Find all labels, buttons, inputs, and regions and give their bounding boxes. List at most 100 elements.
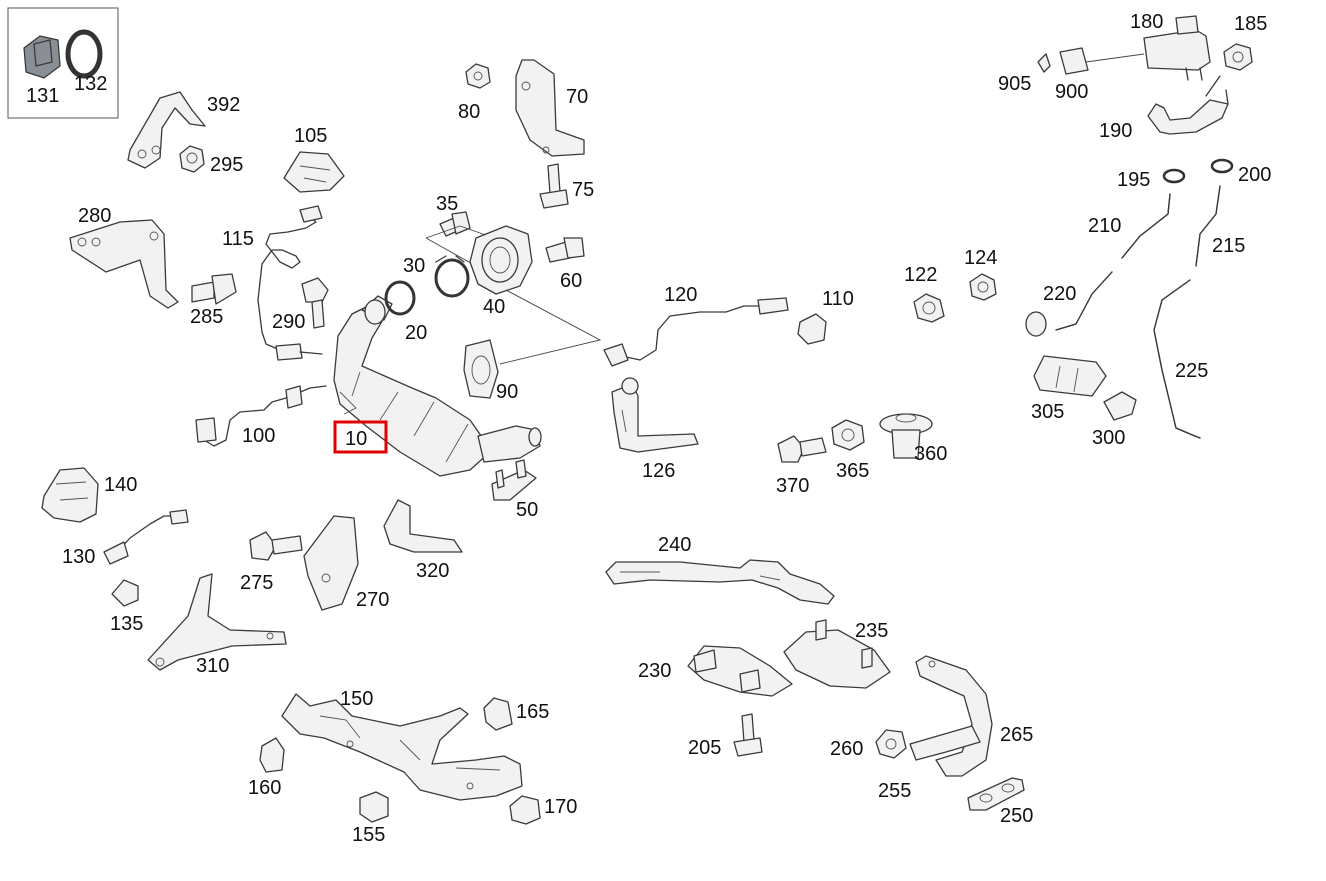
- part-160[interactable]: 160: [248, 737, 285, 799]
- part-235[interactable]: 235: [783, 619, 891, 689]
- part-290[interactable]: 290: [272, 277, 329, 333]
- svg-text:200: 200: [1238, 164, 1271, 186]
- part-255[interactable]: 255: [878, 725, 981, 802]
- part-215[interactable]: 215: [1195, 185, 1245, 267]
- part-295[interactable]: 295: [179, 145, 243, 176]
- svg-text:126: 126: [642, 460, 675, 482]
- part-20[interactable]: 20: [384, 280, 427, 344]
- svg-text:300: 300: [1092, 427, 1125, 449]
- svg-text:210: 210: [1088, 215, 1121, 237]
- part-225[interactable]: 225: [1153, 279, 1208, 439]
- part-130[interactable]: 130: [62, 509, 189, 568]
- svg-text:305: 305: [1031, 401, 1064, 423]
- svg-text:230: 230: [638, 660, 671, 682]
- part-270[interactable]: 270: [303, 515, 389, 611]
- part-126[interactable]: 126: [611, 377, 699, 482]
- svg-text:310: 310: [196, 655, 229, 677]
- svg-text:160: 160: [248, 777, 281, 799]
- part-210[interactable]: 210: [1088, 193, 1171, 259]
- part-310[interactable]: 310: [147, 573, 287, 677]
- part-230[interactable]: 230: [638, 645, 793, 697]
- part-124[interactable]: 124: [964, 247, 997, 301]
- part-260[interactable]: 260: [830, 729, 907, 760]
- part-50[interactable]: 50: [491, 459, 538, 521]
- part-70[interactable]: 70: [515, 59, 588, 157]
- part-75[interactable]: 75: [539, 163, 594, 209]
- svg-text:360: 360: [914, 443, 947, 465]
- svg-text:285: 285: [190, 306, 223, 328]
- part-280[interactable]: 280: [69, 205, 179, 309]
- part-275[interactable]: 275: [240, 531, 303, 594]
- svg-text:370: 370: [776, 475, 809, 497]
- svg-text:255: 255: [878, 780, 911, 802]
- part-200[interactable]: 200: [1210, 158, 1271, 186]
- part-132[interactable]: 132: [74, 73, 107, 95]
- svg-text:270: 270: [356, 589, 389, 611]
- part-140[interactable]: 140: [41, 467, 137, 523]
- part-165[interactable]: 165: [483, 697, 549, 731]
- leader-900-180: [1085, 53, 1145, 63]
- part-240[interactable]: 240: [605, 534, 835, 605]
- part-195[interactable]: 195: [1117, 168, 1186, 191]
- part-365[interactable]: 365: [831, 419, 869, 482]
- svg-text:30: 30: [403, 255, 425, 277]
- part-205[interactable]: 205: [688, 713, 763, 759]
- part-180[interactable]: 180: [1130, 11, 1211, 81]
- svg-text:124: 124: [964, 247, 997, 269]
- part-300[interactable]: 300: [1092, 391, 1137, 449]
- svg-text:90: 90: [496, 381, 518, 403]
- svg-text:10: 10: [345, 428, 367, 450]
- part-305[interactable]: 305: [1031, 355, 1107, 423]
- part-900[interactable]: 900: [1055, 47, 1089, 103]
- svg-text:265: 265: [1000, 724, 1033, 746]
- part-220[interactable]: 220: [1025, 271, 1113, 337]
- part-90[interactable]: 90: [463, 339, 518, 403]
- svg-text:170: 170: [544, 796, 577, 818]
- part-35[interactable]: 35: [436, 193, 471, 237]
- part-370[interactable]: 370: [776, 435, 827, 497]
- svg-text:215: 215: [1212, 235, 1245, 257]
- part-110[interactable]: 110: [797, 288, 854, 345]
- part-120[interactable]: 120: [603, 284, 789, 367]
- part-905[interactable]: 905: [998, 53, 1051, 95]
- part-115[interactable]: 115: [222, 205, 323, 361]
- svg-text:180: 180: [1130, 11, 1163, 33]
- part-360[interactable]: 360: [879, 413, 947, 465]
- svg-text:135: 135: [110, 613, 143, 635]
- part-40[interactable]: 40: [469, 225, 533, 318]
- svg-text:132: 132: [74, 73, 107, 95]
- svg-text:235: 235: [855, 620, 888, 642]
- svg-text:40: 40: [483, 296, 505, 318]
- svg-text:905: 905: [998, 73, 1031, 95]
- svg-text:60: 60: [560, 270, 582, 292]
- part-170[interactable]: 170: [509, 795, 577, 825]
- part-185[interactable]: 185: [1223, 13, 1267, 71]
- svg-text:260: 260: [830, 738, 863, 760]
- part-285[interactable]: 285: [190, 273, 237, 328]
- part-60[interactable]: 60: [545, 237, 585, 292]
- svg-text:195: 195: [1117, 169, 1150, 191]
- svg-text:110: 110: [822, 288, 854, 310]
- svg-text:70: 70: [566, 86, 588, 108]
- part-320[interactable]: 320: [383, 499, 463, 582]
- part-122[interactable]: 122: [904, 264, 945, 323]
- svg-text:392: 392: [207, 94, 240, 116]
- part-30[interactable]: 30: [403, 255, 470, 298]
- part-80[interactable]: 80: [458, 63, 491, 123]
- part-265[interactable]: 265: [915, 655, 1033, 777]
- svg-text:185: 185: [1234, 13, 1267, 35]
- part-131[interactable]: 131: [26, 85, 59, 107]
- part-135[interactable]: 135: [110, 579, 143, 635]
- part-392[interactable]: 392: [127, 91, 240, 169]
- svg-text:35: 35: [436, 193, 458, 215]
- svg-text:140: 140: [104, 474, 137, 496]
- part-100[interactable]: 100: [195, 385, 327, 447]
- part-155[interactable]: 155: [352, 791, 389, 846]
- part-105[interactable]: 105: [283, 125, 345, 193]
- part-190[interactable]: 190: [1099, 75, 1229, 142]
- part-250[interactable]: 250: [967, 777, 1033, 827]
- part-10-label-box[interactable]: 10: [333, 420, 388, 454]
- part-150[interactable]: 150: [281, 688, 523, 801]
- svg-text:205: 205: [688, 737, 721, 759]
